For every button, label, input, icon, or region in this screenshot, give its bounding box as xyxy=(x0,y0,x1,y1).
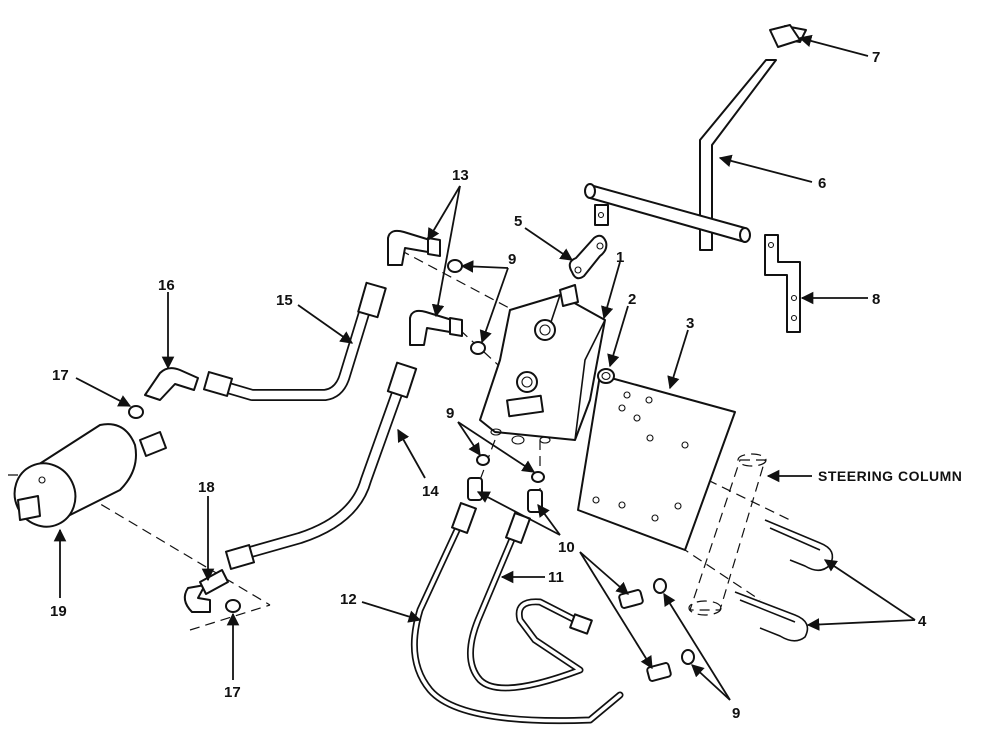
link-strap xyxy=(568,234,608,280)
callout-numbers: 1 2 3 4 5 6 7 8 9 9 9 10 11 12 13 14 15 … xyxy=(50,49,962,722)
callout-8: 8 xyxy=(872,291,880,308)
callout-10: 10 xyxy=(558,539,575,556)
callout-12: 12 xyxy=(340,591,357,608)
filter-canister-19 xyxy=(13,423,167,528)
tube-11 xyxy=(466,512,593,692)
callout-3: 3 xyxy=(686,315,694,332)
callout-1: 1 xyxy=(616,249,624,266)
hose-15 xyxy=(202,281,387,401)
elbow-fitting-18 xyxy=(183,569,229,613)
support-bracket xyxy=(764,234,801,333)
callout-9-middle: 9 xyxy=(446,405,454,422)
leader-lines xyxy=(53,34,916,701)
u-bolts xyxy=(734,519,834,642)
callout-2: 2 xyxy=(628,291,636,308)
elbow-fittings-13 xyxy=(387,229,463,346)
steering-column-label: STEERING COLUMN xyxy=(818,468,962,484)
washer-2 xyxy=(597,368,615,384)
callout-16: 16 xyxy=(158,277,175,294)
callout-9-lower: 9 xyxy=(732,705,740,722)
o-rings-17 xyxy=(128,405,241,613)
callout-15: 15 xyxy=(276,292,293,309)
callout-18: 18 xyxy=(198,479,215,496)
brake-pedal-lever xyxy=(584,25,807,251)
callout-6: 6 xyxy=(818,175,826,192)
callout-7: 7 xyxy=(872,49,880,66)
callout-5: 5 xyxy=(514,213,522,230)
o-rings-9-upper xyxy=(447,259,486,355)
callout-9-upper: 9 xyxy=(508,251,516,268)
callout-13: 13 xyxy=(452,167,469,184)
tube-12 xyxy=(410,502,624,725)
steering-column-phantom xyxy=(688,453,767,616)
mounting-plate xyxy=(577,374,736,551)
callout-17-upper: 17 xyxy=(52,367,69,384)
hose-14 xyxy=(224,361,418,570)
callout-19: 19 xyxy=(50,603,67,620)
callout-17-lower: 17 xyxy=(224,684,241,701)
callout-11: 11 xyxy=(548,569,564,586)
steering-control-valve xyxy=(479,284,606,445)
elbow-fitting-16 xyxy=(144,367,199,401)
callout-4: 4 xyxy=(918,613,927,630)
callout-14: 14 xyxy=(422,483,439,500)
o-rings-9-lower xyxy=(476,454,695,665)
